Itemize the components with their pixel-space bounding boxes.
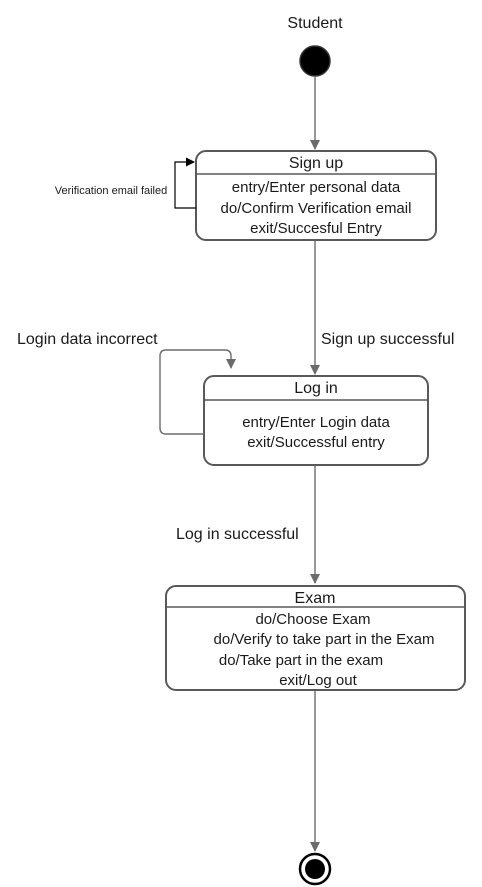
final-state-node bbox=[298, 852, 332, 886]
state-login-box bbox=[203, 375, 429, 466]
signup-self-loop-label: Verification email failed bbox=[55, 185, 168, 197]
state-exam-do-choose: do/Choose Exam bbox=[255, 611, 370, 628]
state-login: Log in entry/Enter Login data exit/Succe… bbox=[203, 375, 429, 466]
initial-state-node bbox=[299, 45, 331, 77]
state-login-exit: exit/Successful entry bbox=[247, 434, 385, 451]
login-to-exam-label: Log in successful bbox=[176, 526, 299, 543]
signup-to-login-label: Sign up successful bbox=[321, 331, 454, 348]
state-signup-entry: entry/Enter personal data bbox=[232, 179, 401, 196]
state-signup: Sign up entry/Enter personal data do/Con… bbox=[195, 150, 437, 241]
state-exam-do-verify: do/Verify to take part in the Exam bbox=[214, 631, 435, 648]
state-login-entry: entry/Enter Login data bbox=[242, 414, 390, 431]
state-exam-do-take-part: do/Take part in the exam bbox=[219, 652, 383, 669]
state-signup-do: do/Confirm Verification email bbox=[221, 200, 412, 217]
transition-signup-self-loop bbox=[174, 157, 196, 209]
state-signup-title: Sign up bbox=[289, 155, 343, 172]
state-exam-box bbox=[165, 585, 466, 691]
state-exam: Exam do/Choose Exam do/Verify to take pa… bbox=[165, 585, 466, 691]
state-signup-exit: exit/Succesful Entry bbox=[250, 220, 382, 237]
state-exam-exit: exit/Log out bbox=[279, 672, 357, 689]
state-login-title: Log in bbox=[294, 380, 338, 397]
login-self-loop-label: Login data incorrect bbox=[17, 331, 158, 348]
state-exam-title: Exam bbox=[295, 590, 336, 607]
initial-state-label: Student bbox=[287, 15, 343, 32]
transition-login-self-loop bbox=[159, 349, 236, 435]
